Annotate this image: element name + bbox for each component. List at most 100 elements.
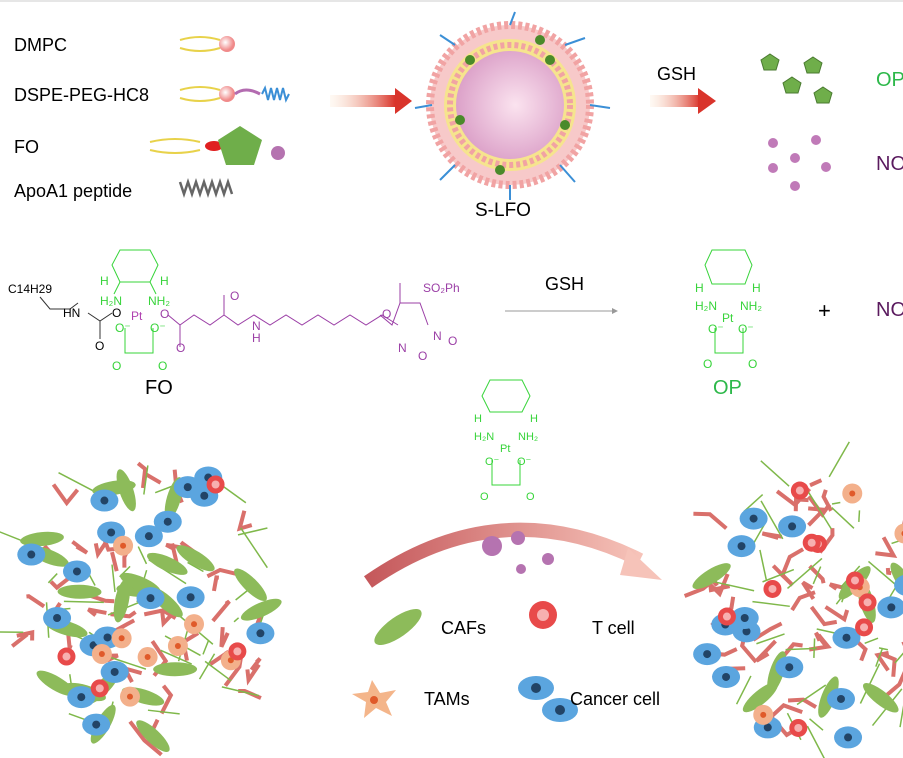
collagen-strand [831, 501, 841, 505]
ecm-fiber [136, 461, 148, 489]
nucleus [722, 672, 731, 681]
caf-cell [57, 584, 102, 599]
ecm-fiber [768, 703, 803, 720]
caf-cell [113, 579, 131, 623]
collagen-strand [187, 561, 204, 573]
svg-text:O⁻: O⁻ [150, 321, 166, 335]
ecm-fiber [87, 607, 107, 617]
collagen-strand [760, 500, 784, 540]
collagen-strand [204, 660, 232, 682]
collagen-strand [756, 633, 785, 645]
svg-text:N: N [252, 319, 261, 333]
ecm-fiber [808, 633, 832, 652]
ecm-fiber [51, 483, 80, 507]
lipid-head-icon [219, 36, 235, 52]
collagen-strand [875, 647, 884, 667]
collagen-strand [813, 638, 816, 658]
collagen-strand [894, 652, 903, 664]
nucleus [860, 623, 869, 632]
svg-text:O: O [230, 289, 239, 303]
svg-text:H: H [752, 281, 761, 295]
collagen-strand [859, 663, 881, 704]
collagen-strand [752, 600, 790, 608]
ecm-fiber [808, 564, 826, 584]
svg-text:H: H [530, 413, 538, 425]
collagen-strand [198, 653, 216, 680]
ecm-fiber [880, 670, 903, 701]
svg-text:N: N [398, 341, 407, 355]
ecm-fiber [879, 651, 897, 677]
legend-label: DMPC [14, 35, 67, 55]
svg-text:H: H [252, 331, 261, 345]
collagen-strand [806, 490, 832, 530]
ecm-fiber [236, 510, 253, 532]
collagen-strand [221, 686, 259, 697]
ecm-fiber [26, 594, 46, 609]
collagen-strand [714, 581, 755, 592]
arrow-icon [650, 95, 700, 107]
svg-text:H: H [695, 281, 704, 295]
legend-dspe-peg: DSPE-PEG-HC8 [14, 85, 290, 105]
collagen-strand [760, 460, 790, 487]
collagen-strand [759, 549, 768, 581]
ecm-fiber [165, 542, 183, 550]
ecm-fiber [128, 720, 163, 757]
nucleus [77, 693, 86, 702]
ecm-fiber [755, 639, 777, 663]
ecm-fiber [739, 640, 758, 664]
svg-text:H: H [474, 413, 482, 425]
fo-label: FO [145, 377, 173, 399]
nucleus [763, 723, 772, 732]
nucleus [760, 711, 767, 718]
svg-text:H₂N: H₂N [695, 299, 717, 313]
caf-cell [136, 720, 170, 753]
svg-text:H₂N: H₂N [474, 431, 494, 443]
ecm-fiber [16, 629, 35, 641]
ecm-fiber [206, 567, 240, 579]
collagen-strand [864, 637, 879, 644]
tam-cell [894, 523, 903, 544]
collagen-strand [147, 709, 180, 715]
ecm-fiber [809, 478, 823, 488]
svg-text:O⁻: O⁻ [517, 456, 532, 468]
ecm-fiber [885, 567, 892, 576]
caf-cell [863, 683, 899, 713]
ecm-fiber [143, 470, 162, 485]
collagen-strand [237, 527, 268, 536]
legend-label: DSPE-PEG-HC8 [14, 85, 149, 105]
svg-text:O: O [748, 357, 757, 371]
ecm-fiber [249, 657, 262, 672]
nucleus [107, 528, 116, 537]
ecm-fiber [49, 575, 72, 591]
product-op-label: OP [876, 69, 903, 91]
nucleus [103, 633, 112, 642]
nucleus [163, 517, 172, 526]
collagen-strand [831, 507, 855, 529]
nucleus [186, 593, 195, 602]
nucleus [92, 720, 101, 729]
ecm-fiber [771, 564, 795, 587]
legend-tams: TAMs [424, 689, 470, 709]
ecm-fiber [159, 684, 174, 715]
oxaliplatin-pentagon-icon [218, 126, 262, 165]
nucleus [144, 532, 153, 541]
nucleus [749, 514, 758, 523]
caf-cell [147, 552, 188, 575]
no-particles [768, 135, 831, 191]
svg-text:O: O [448, 334, 457, 348]
nucleus [844, 733, 853, 742]
collagen-strand [878, 647, 889, 651]
ecm-fiber [821, 489, 833, 512]
collagen-strand [809, 718, 824, 731]
svg-text:Pt: Pt [500, 443, 510, 455]
caf-cell [240, 598, 282, 621]
svg-text:NH₂: NH₂ [518, 431, 538, 443]
collagen-strand [858, 510, 861, 522]
nucleus [118, 635, 125, 642]
ecm-fiber [143, 608, 177, 620]
nucleus [174, 643, 181, 650]
svg-text:O: O [526, 491, 535, 503]
atom-label: O [95, 339, 104, 353]
